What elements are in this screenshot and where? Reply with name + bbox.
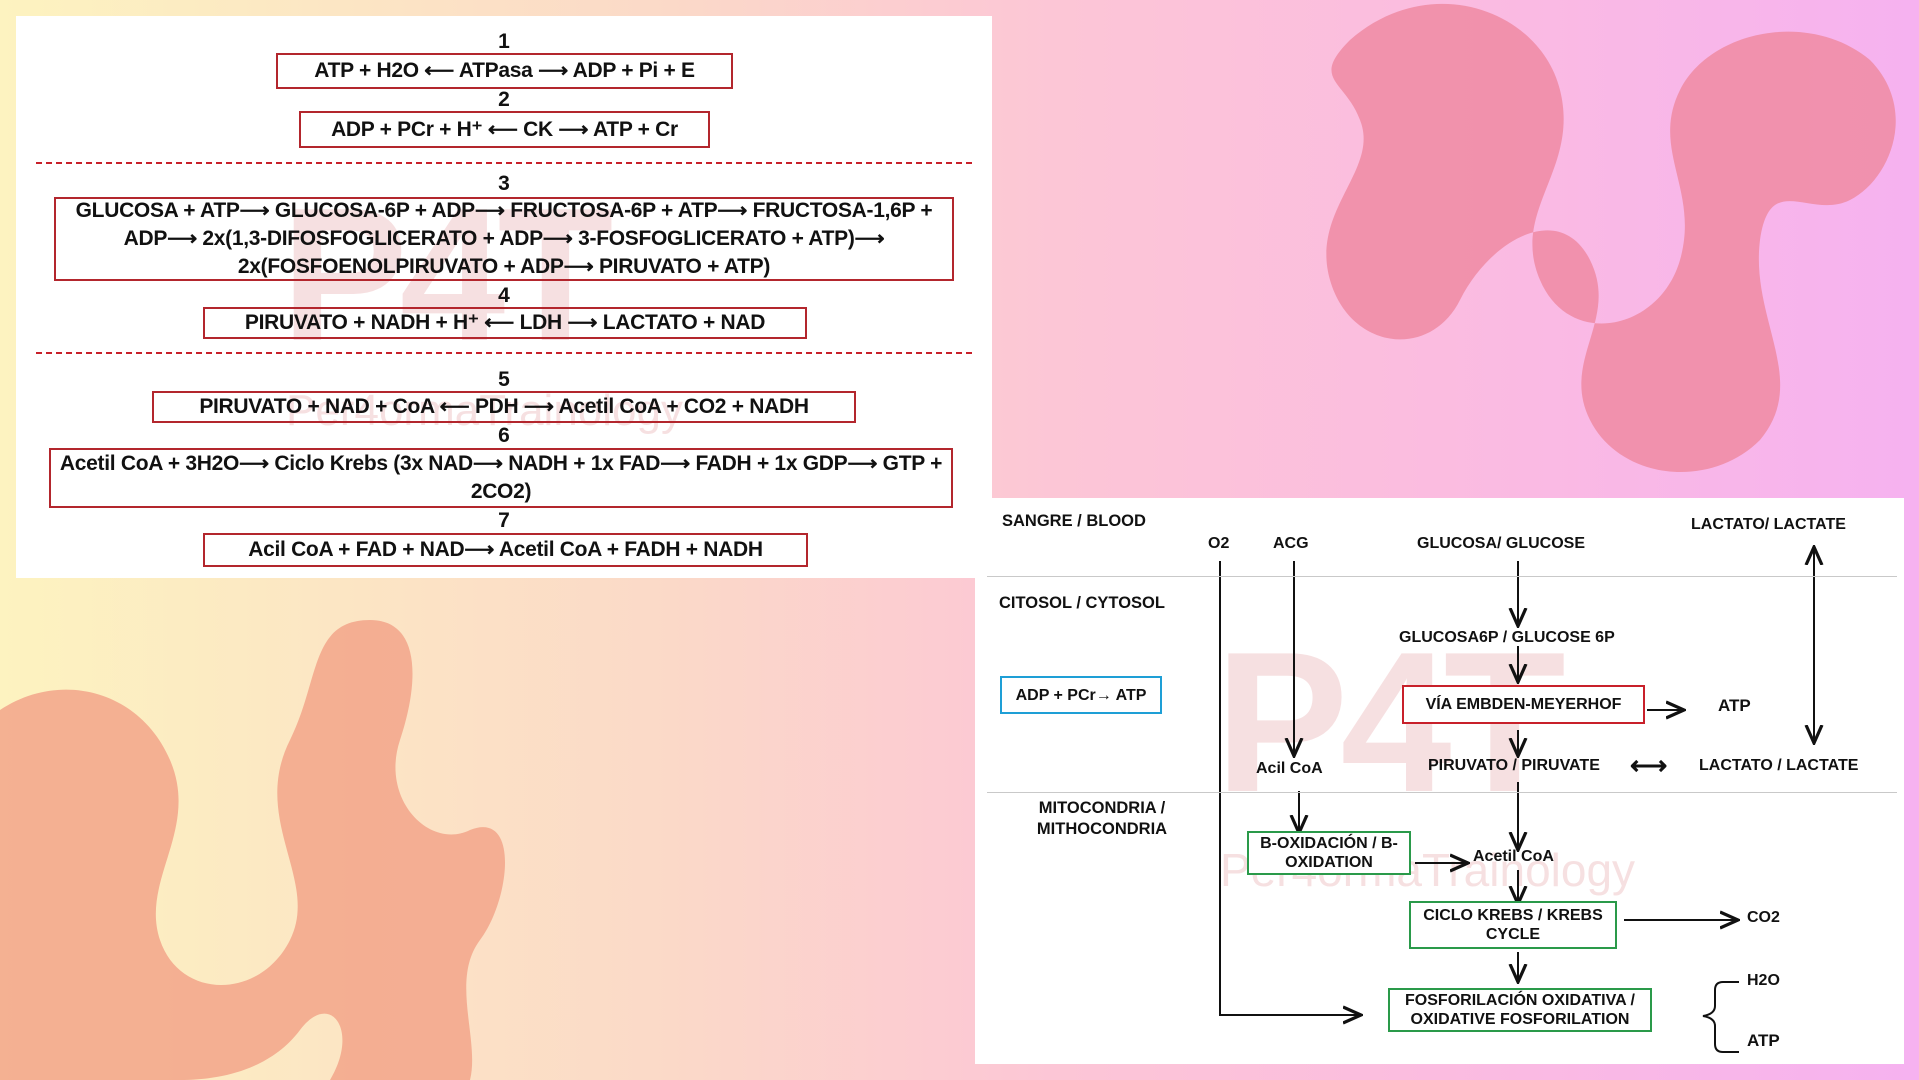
label-atp-oxphos: ATP [1747, 1031, 1780, 1050]
label-acg: ACG [1273, 535, 1309, 552]
equation-beta-oxidation: Acil CoA + FAD + NAD⟶ Acetil CoA + FADH … [203, 533, 808, 567]
section-blood: SANGRE / BLOOD [1002, 512, 1146, 530]
label-pyruvate: PIRUVATO / PIRUVATE [1428, 757, 1600, 774]
separator-cytosol-mito [987, 792, 1897, 793]
equation-creatine-kinase: ADP + PCr + H⁺ ⟵ CK ⟶ ATP + Cr [299, 111, 710, 148]
label-acetil-coa: Acetil CoA [1473, 848, 1554, 865]
label-h2o: H2O [1747, 972, 1780, 989]
equation-number-5: 5 [498, 368, 510, 391]
equation-number-4: 4 [498, 284, 510, 307]
equation-number-1: 1 [498, 30, 510, 53]
equations-panel: P4T Per4ormaTrainology 1 ATP + H2O ⟵ ATP… [16, 16, 992, 578]
equation-atpasa: ATP + H2O ⟵ ATPasa ⟶ ADP + Pi + E [276, 53, 733, 89]
equation-number-3: 3 [498, 172, 510, 195]
box-krebs-cycle: CICLO KREBS / KREBS CYCLE [1409, 901, 1617, 949]
box-pcr-atp: ADP + PCr→ ATP [1000, 676, 1162, 714]
label-o2: O2 [1208, 535, 1230, 552]
section-cytosol: CITOSOL / CYTOSOL [999, 594, 1165, 612]
label-co2: CO2 [1747, 909, 1780, 926]
label-lactate-blood: LACTATO/ LACTATE [1691, 516, 1846, 533]
equation-number-6: 6 [498, 424, 510, 447]
equation-glycolysis: GLUCOSA + ATP⟶ GLUCOSA-6P + ADP⟶ FRUCTOS… [54, 197, 954, 281]
flow-arrows [1219, 498, 1904, 1053]
section-mitochondria: MITOCONDRIA / MITHOCONDRIA [1036, 799, 1168, 838]
box-embden-meyerhof: VÍA EMBDEN-MEYERHOF [1402, 685, 1645, 724]
label-pyruvate-lactate-arrow: ⟷ [1630, 750, 1668, 780]
label-glucose-6p: GLUCOSA6P / GLUCOSE 6P [1399, 629, 1615, 646]
orange-wave-decoration [0, 620, 505, 1080]
equation-number-2: 2 [498, 88, 510, 111]
equation-krebs: Acetil CoA + 3H2O⟶ Ciclo Krebs (3x NAD⟶ … [49, 448, 953, 508]
label-acil-coa: Acil CoA [1256, 760, 1323, 777]
label-glucose: GLUCOSA/ GLUCOSE [1417, 535, 1586, 552]
box-oxidative-phosphorylation: FOSFORILACIÓN OXIDATIVA / OXIDATIVE FOSF… [1388, 988, 1652, 1032]
separator-blood-cytosol [987, 576, 1897, 577]
label-atp-glycolysis: ATP [1718, 696, 1751, 715]
equation-pdh: PIRUVATO + NAD + CoA ⟵ PDH ⟶ Acetil CoA … [152, 391, 856, 423]
pink-wave-decoration [1326, 3, 1896, 473]
equation-number-7: 7 [498, 509, 510, 532]
equation-ldh: PIRUVATO + NADH + H⁺ ⟵ LDH ⟶ LACTATO + N… [203, 307, 807, 339]
divider-2 [36, 352, 972, 354]
label-lactate-cytosol: LACTATO / LACTATE [1699, 757, 1859, 774]
divider-1 [36, 162, 972, 164]
box-beta-oxidation: B-OXIDACIÓN / B-OXIDATION [1247, 831, 1411, 875]
metabolism-flow-panel: P4T Per4ormaTrainology [975, 498, 1904, 1064]
